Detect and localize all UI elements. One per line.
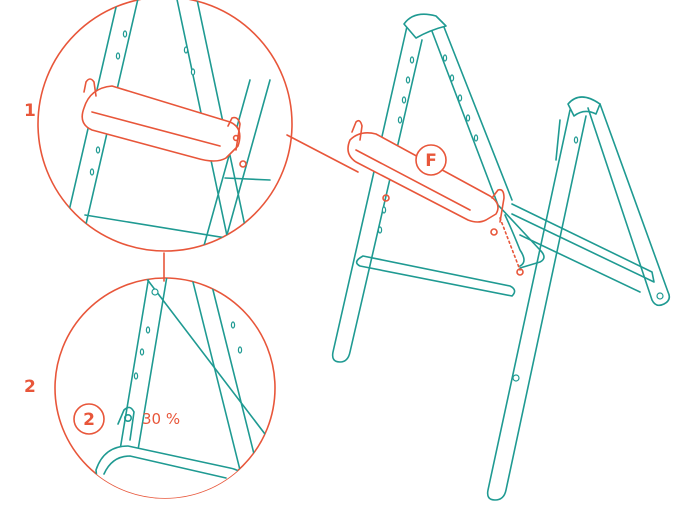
step-2-label: 2 <box>24 377 36 397</box>
detail-view-1 <box>37 0 293 252</box>
badge-number: 2 <box>83 410 95 430</box>
high-chair-frame <box>331 13 671 501</box>
step-1-label: 1 <box>24 101 36 121</box>
circle-letter-icon <box>415 144 447 176</box>
seat-plate-f <box>347 119 524 276</box>
detail-view-2: 2 30 % <box>54 277 276 499</box>
tilt-percentage: 30 % <box>142 410 180 428</box>
part-letter: F <box>425 151 437 171</box>
circle-number-icon <box>73 403 105 435</box>
zoom-connector-1 <box>286 134 359 173</box>
part-callout-f: F <box>415 144 447 176</box>
